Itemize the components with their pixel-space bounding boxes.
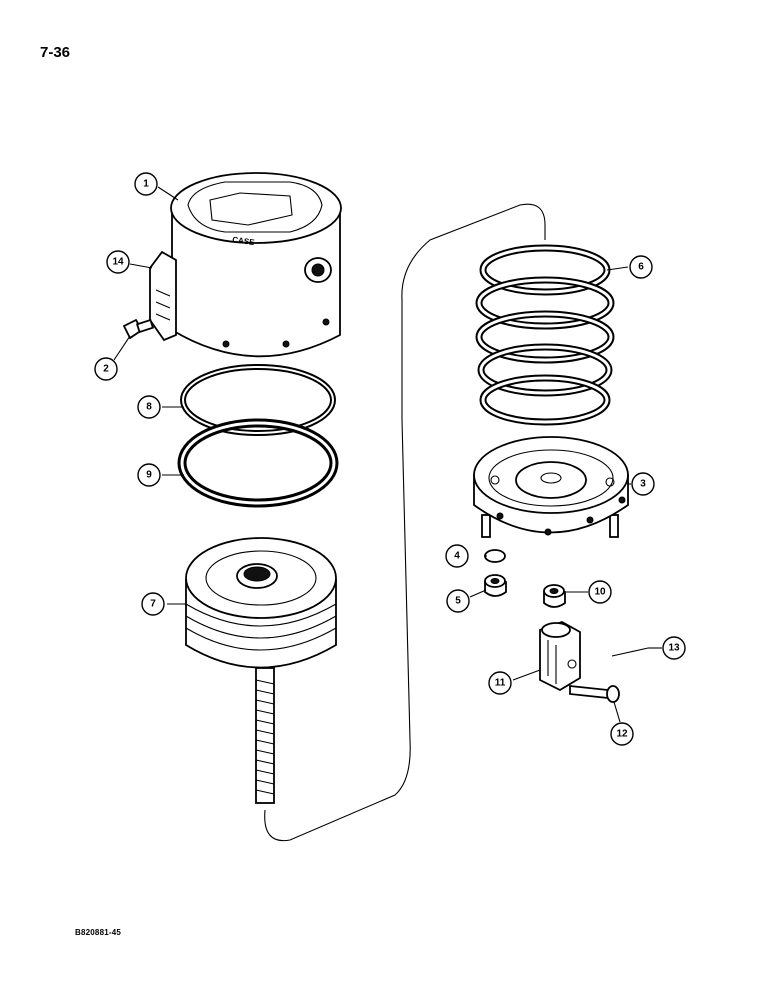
callout-3-label: 3 <box>640 479 646 490</box>
callout-4-label: 4 <box>454 551 460 562</box>
callout-2-label: 2 <box>103 364 109 375</box>
part-ring <box>180 364 336 436</box>
part-pin <box>569 685 620 703</box>
callout-12: 12 <box>610 722 634 746</box>
callout-9: 9 <box>137 463 161 487</box>
callout-9-label: 9 <box>146 470 152 481</box>
page-number: 7-36 <box>40 44 71 61</box>
part-spring-seat <box>473 436 629 538</box>
leader-lines <box>113 186 662 723</box>
callout-5-label: 5 <box>455 596 461 607</box>
callout-8-label: 8 <box>146 402 152 413</box>
part-nut-right <box>543 584 566 608</box>
part-bracket <box>149 250 177 342</box>
part-clevis <box>539 621 581 692</box>
callout-11-label: 11 <box>495 678 506 689</box>
part-piston <box>185 537 337 804</box>
callout-3: 3 <box>631 472 655 496</box>
callout-4: 4 <box>445 544 469 568</box>
callout-7: 7 <box>141 592 165 616</box>
callout-6: 6 <box>629 255 653 279</box>
callout-13-label: 13 <box>668 643 680 654</box>
assembly-path-line <box>264 203 546 842</box>
callout-14-label: 14 <box>112 257 124 268</box>
part-bolt <box>122 318 155 340</box>
callout-11: 11 <box>488 671 512 695</box>
callout-8: 8 <box>137 395 161 419</box>
callout-10-label: 10 <box>594 587 606 598</box>
callout-5: 5 <box>446 589 470 613</box>
cover-label: CASE <box>232 235 256 247</box>
callout-10: 10 <box>588 580 612 604</box>
figure-code: B820881-45 <box>75 928 122 937</box>
callout-12-label: 12 <box>616 729 628 740</box>
part-nut-left <box>484 574 507 597</box>
callout-1-label: 1 <box>143 179 149 190</box>
part-seal <box>177 418 339 508</box>
callout-13: 13 <box>662 636 686 660</box>
callout-7-label: 7 <box>150 599 156 610</box>
part-cover: CASE <box>170 172 342 358</box>
callout-6-label: 6 <box>638 262 644 273</box>
part-washer <box>484 549 506 563</box>
part-cotter-pin <box>611 647 649 657</box>
callout-14: 14 <box>106 250 130 274</box>
callout-1: 1 <box>134 172 158 196</box>
part-spring <box>475 244 615 426</box>
callout-2: 2 <box>94 357 118 381</box>
